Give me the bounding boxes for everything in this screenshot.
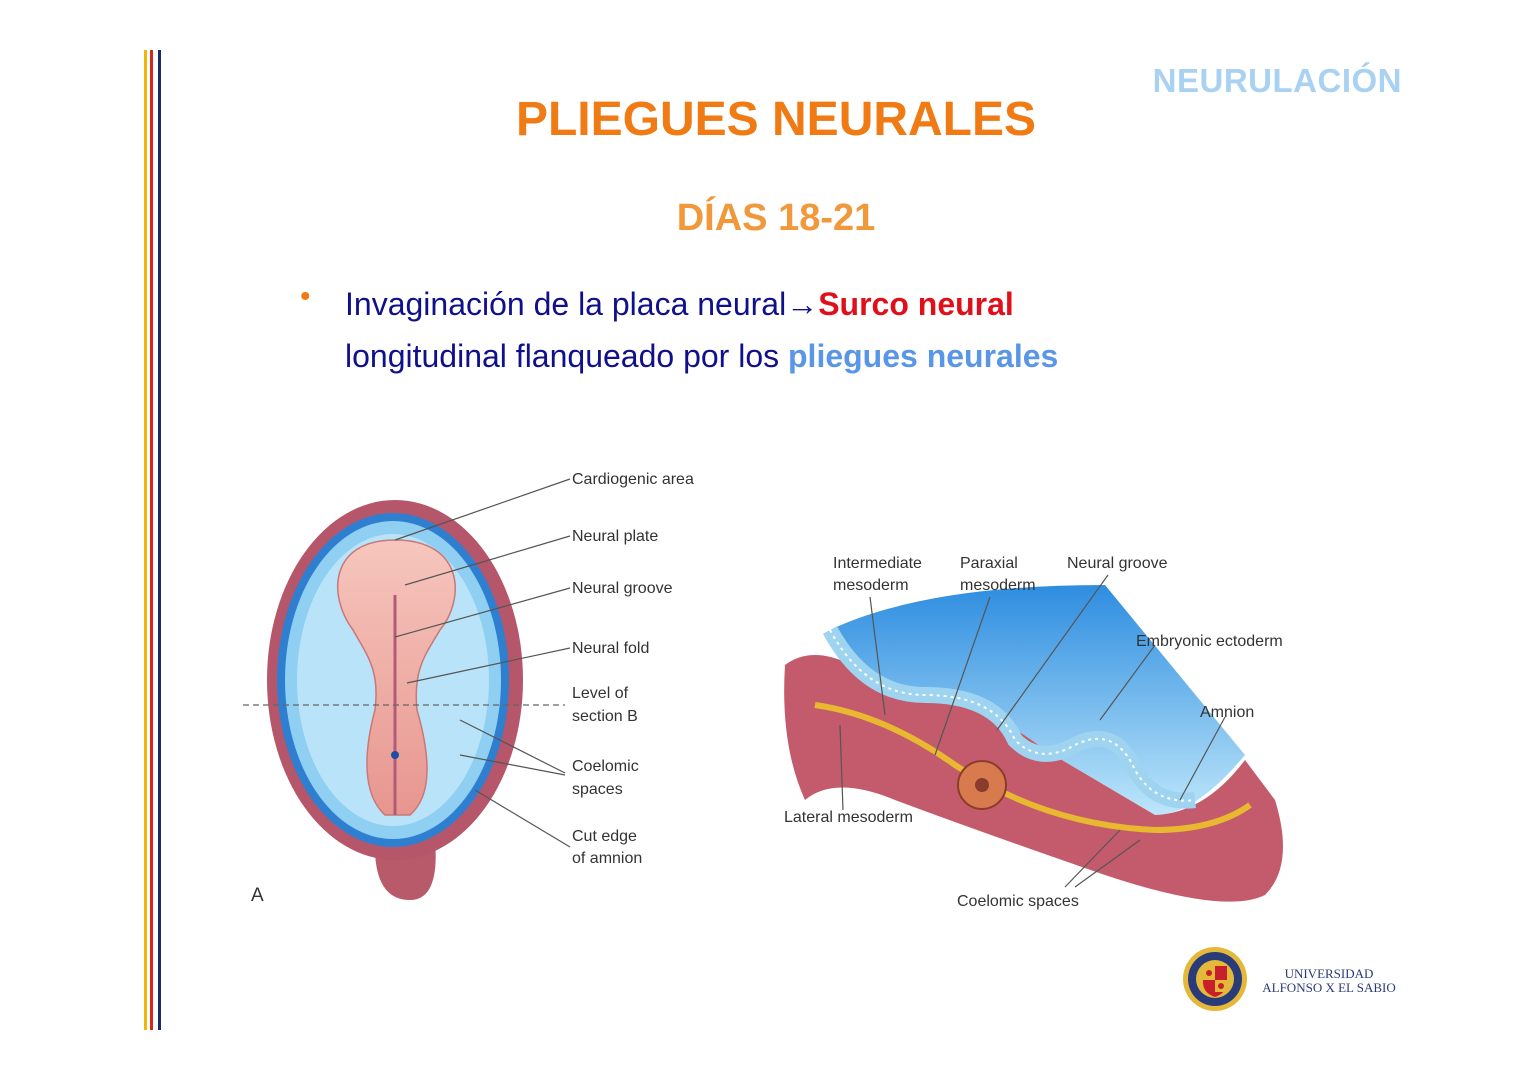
label-level-1: Level of	[572, 685, 629, 702]
slide-subtitle: DÍAS 18-21	[676, 197, 876, 239]
figure-b-cross-section: Intermediate mesoderm Paraxial mesoderm …	[784, 555, 1283, 910]
label-lateral-mesoderm: Lateral mesoderm	[784, 809, 913, 826]
bullet-marker: •	[300, 280, 311, 313]
label-intermediate-2: mesoderm	[833, 577, 909, 594]
bullet-text: Invaginación de la placa neural→Surco ne…	[345, 278, 1245, 382]
section-title: NEURULACIÓN	[1152, 62, 1402, 99]
label-neural-fold: Neural fold	[572, 640, 649, 657]
label-neural-plate: Neural plate	[572, 528, 658, 545]
label-amnion: Amnion	[1200, 704, 1254, 721]
highlight-pliegues-neurales: pliegues neurales	[788, 338, 1059, 374]
label-coelomic-1: Coelomic	[572, 758, 639, 775]
arrow: →	[786, 286, 819, 322]
label-level-2: section B	[572, 708, 638, 725]
label-neural-groove: Neural groove	[572, 580, 673, 597]
figure-a-dorsal-view: Cardiogenic area Neural plate Neural gro…	[243, 471, 694, 906]
panel-label-a: A	[251, 885, 264, 906]
slide-title: PLIEGUES NEURALES	[515, 93, 1037, 146]
university-name-line1: UNIVERSIDAD	[1284, 966, 1374, 981]
label-intermediate-1: Intermediate	[833, 555, 922, 572]
bullet-text-2: longitudinal flanqueado por los	[345, 338, 788, 374]
university-seal-logo	[1183, 947, 1247, 1011]
university-name-line2: ALFONSO X EL SABIO	[1262, 980, 1396, 995]
label-cut-edge-1: Cut edge	[572, 828, 637, 845]
left-stripe-red	[150, 50, 153, 1030]
label-coelomic-spaces-b: Coelomic spaces	[957, 893, 1079, 910]
label-cardiogenic-area: Cardiogenic area	[572, 471, 694, 488]
label-paraxial-2: mesoderm	[960, 577, 1036, 594]
highlight-surco-neural: Surco neural	[818, 286, 1014, 322]
label-neural-groove-b: Neural groove	[1067, 555, 1168, 572]
label-embryonic-ectoderm: Embryonic ectoderm	[1136, 633, 1283, 650]
label-paraxial-1: Paraxial	[960, 555, 1018, 572]
label-cut-edge-2: of amnion	[572, 850, 642, 867]
university-name: UNIVERSIDAD ALFONSO X EL SABIO	[1258, 967, 1400, 995]
bullet-text-1: Invaginación de la placa neural	[345, 286, 787, 322]
label-coelomic-2: spaces	[572, 781, 623, 798]
left-stripe-yellow	[144, 50, 147, 1030]
left-stripe-navy	[158, 50, 161, 1030]
